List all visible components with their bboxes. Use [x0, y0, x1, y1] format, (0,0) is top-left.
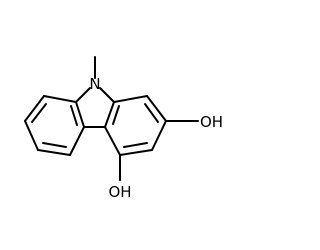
bond-inner-c6-c5: [42, 142, 67, 148]
bond-c4b-c8a: [75, 101, 85, 128]
hydroxyl-label-top: OH: [200, 113, 223, 131]
bond-c6-c5: [37, 149, 71, 156]
nitrogen-label: N: [89, 75, 100, 93]
bond-c2-c3: [151, 120, 167, 151]
bond-inner-c4b-c8a: [70, 105, 78, 126]
bond-c4a-c9a: [104, 101, 115, 128]
bond-c3-c4: [119, 149, 153, 156]
bond-c9a-c1: [113, 95, 148, 103]
bond-c5-c4b: [69, 126, 85, 156]
bond-c7-c6: [24, 120, 39, 151]
hydroxyl-label-bottom: OH: [108, 183, 131, 201]
bond-c8a-c8: [43, 95, 77, 103]
bond-inner-c9a-c4a: [112, 105, 120, 125]
bond-inner-c1-c2: [144, 103, 159, 123]
structure-canvas: N OH OH: [24, 56, 224, 201]
bond-inner-c8-c7: [31, 103, 47, 123]
atom-labels: N OH OH: [89, 75, 223, 201]
bond-inner-c3-c4: [123, 142, 148, 148]
bond-n-c9a: [99, 87, 115, 103]
bond-c4-c4a: [104, 126, 121, 156]
bond-n-c8a: [75, 87, 91, 103]
bonds: [24, 56, 199, 181]
bond-c1-c2: [146, 95, 167, 122]
molecule-structure: N OH OH: [24, 56, 223, 201]
bond-c8-c7: [24, 95, 45, 122]
